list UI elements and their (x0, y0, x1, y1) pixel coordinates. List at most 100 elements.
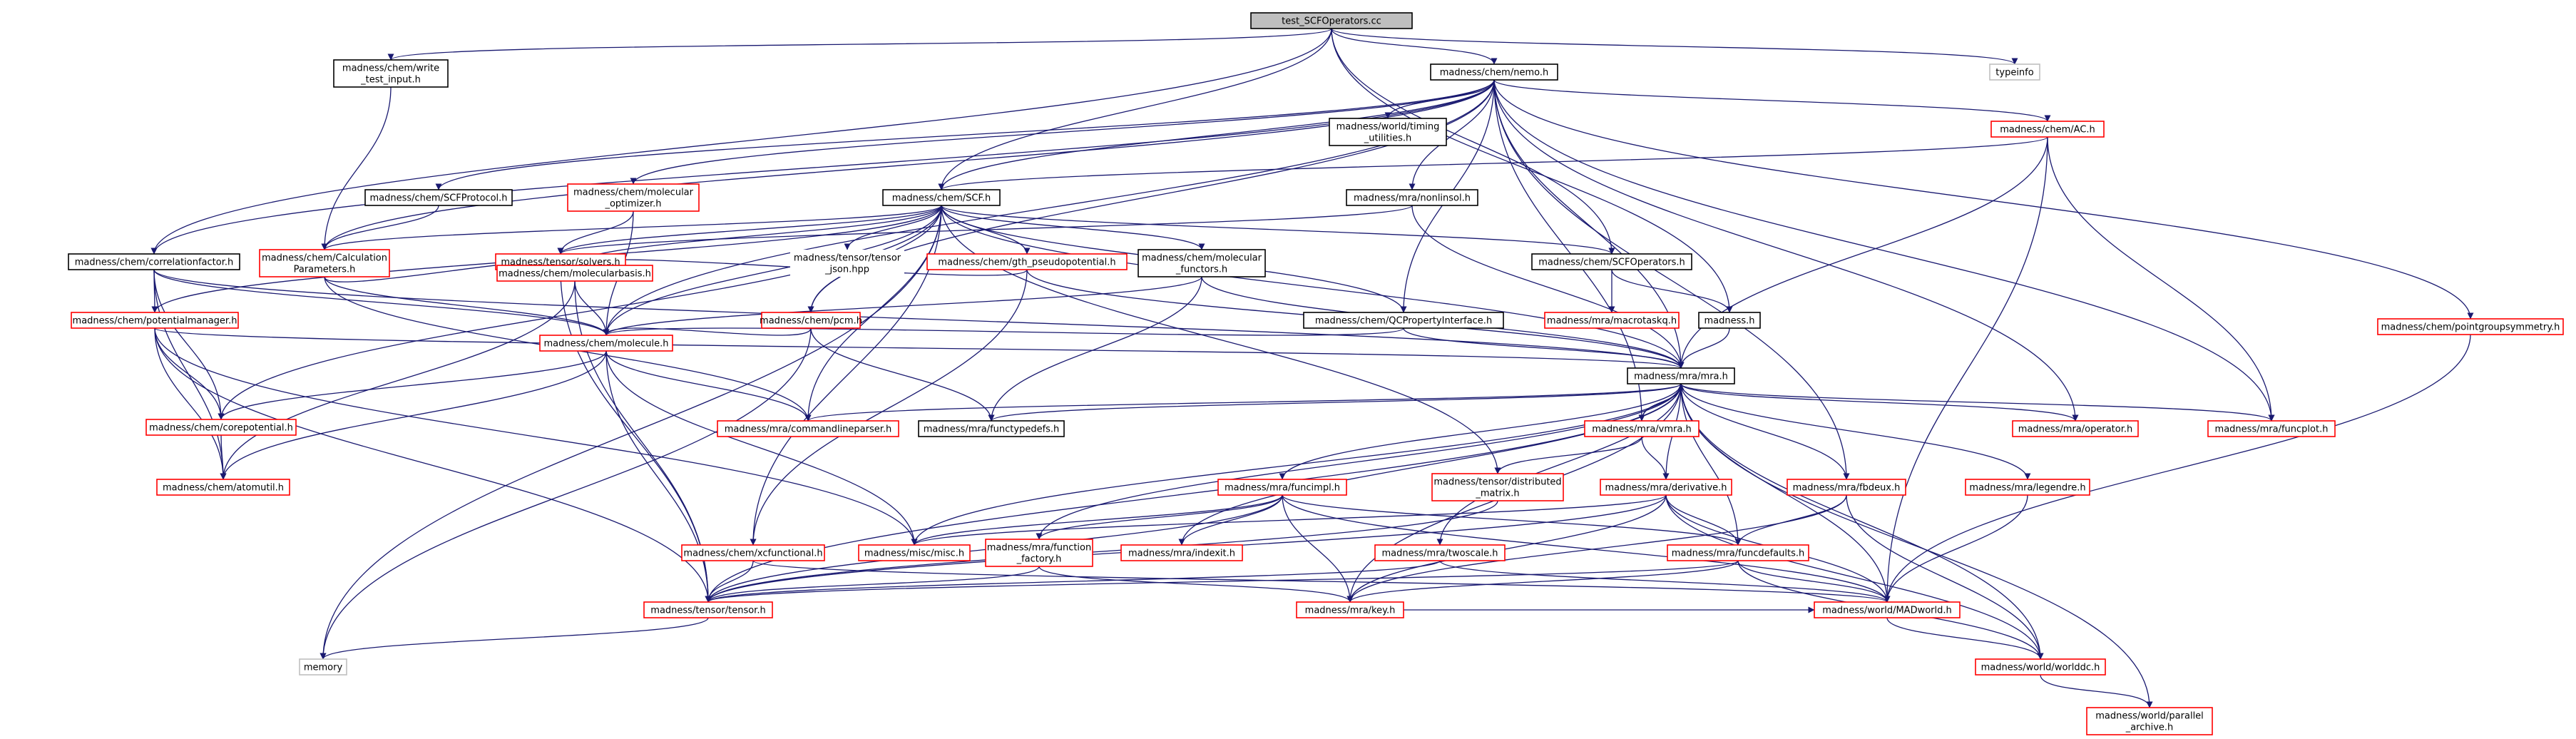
node-box-madworld (1814, 601, 1961, 618)
node-box-memory (299, 658, 347, 676)
edge-mra-to-funcplot (1680, 383, 2275, 422)
edge-funcimpl-to-function_factory (1036, 494, 1283, 540)
node-corepotential[interactable]: madness/chem/corepotential.h (145, 419, 297, 436)
node-pcm[interactable]: madness/chem/pcm.h (760, 312, 862, 329)
edge-molecule-to-atomutil (220, 350, 607, 480)
node-madworld[interactable]: madness/world/MADworld.h (1814, 601, 1961, 618)
node-key[interactable]: madness/mra/key.h (1296, 601, 1404, 618)
node-box-calcparams (259, 249, 390, 277)
node-timing[interactable]: madness/world/timing_utilities.h (1329, 118, 1447, 146)
edge-nonlinsol-to-solvers (557, 205, 1413, 255)
node-mol_optimizer[interactable]: madness/chem/molecular_optimizer.h (567, 183, 700, 212)
node-misc[interactable]: madness/misc/misc.h (858, 544, 971, 561)
edge-potmanager-to-corepotential (154, 327, 225, 420)
node-twoscale[interactable]: madness/mra/twoscale.h (1374, 544, 1506, 561)
node-box-scfprotocol (364, 189, 513, 206)
node-mra[interactable]: madness/mra/mra.h (1627, 367, 1735, 384)
node-typeinfo[interactable]: typeinfo (1989, 63, 2040, 81)
node-macrotaskq[interactable]: madness/mra/macrotaskq.h (1544, 312, 1680, 329)
node-label-fbdeux-0: madness/mra/fbdeux.h (1793, 483, 1901, 494)
edge-mol_functors-to-molecule (603, 276, 1202, 336)
node-scfprotocol[interactable]: madness/chem/SCFProtocol.h (364, 189, 513, 206)
node-label-vmra-0: madness/mra/vmra.h (1592, 424, 1691, 435)
node-corrfactor[interactable]: madness/chem/correlationfactor.h (68, 253, 240, 270)
node-funcdefaults[interactable]: madness/mra/funcdefaults.h (1667, 544, 1809, 561)
node-molecule[interactable]: madness/chem/molecule.h (539, 335, 673, 352)
node-pointgroup[interactable]: madness/chem/pointgroupsymmetry.h (2377, 318, 2564, 335)
node-box-corrfactor (68, 253, 240, 270)
node-label-indexit-0: madness/mra/indexit.h (1128, 549, 1235, 559)
node-label-cmdparser-0: madness/mra/commandlineparser.h (725, 424, 892, 435)
edge-potmanager-to-misc (154, 327, 918, 546)
node-mol_functors[interactable]: madness/chem/molecular_functors.h (1138, 249, 1266, 277)
node-potmanager[interactable]: madness/chem/potentialmanager.h (71, 312, 239, 329)
node-box-pointgroup (2377, 318, 2564, 335)
edge-molecule-to-misc (605, 350, 918, 546)
node-box-xcfunctional (681, 544, 825, 561)
node-nemo[interactable]: madness/chem/nemo.h (1430, 63, 1558, 81)
node-box-funcimpl (1217, 479, 1347, 496)
node-label-atomutil-0: madness/chem/atomutil.h (163, 483, 284, 494)
node-label-function_factory-1: _factory.h (1016, 554, 1062, 565)
node-label-pointgroup-0: madness/chem/pointgroupsymmetry.h (2381, 322, 2560, 333)
node-box-funcplot (2207, 420, 2336, 437)
node-box-cmdparser (717, 420, 899, 437)
node-label-xcfunctional-0: madness/chem/xcfunctional.h (683, 549, 822, 559)
edge-ac-to-scf (938, 136, 2048, 190)
edge-mra-to-funcimpl (1279, 383, 1682, 480)
node-box-macrotaskq (1544, 312, 1680, 329)
node-distmatrix[interactable]: madness/tensor/distributed_matrix.h (1431, 473, 1564, 501)
node-madness_h[interactable]: madness.h (1698, 312, 1761, 329)
node-box-nemo (1430, 63, 1558, 81)
node-nonlinsol[interactable]: madness/mra/nonlinsol.h (1346, 189, 1478, 206)
node-root[interactable]: test_SCFOperators.cc (1250, 12, 1413, 29)
node-box-fbdeux (1787, 479, 1906, 496)
node-vmra[interactable]: madness/mra/vmra.h (1584, 420, 1700, 437)
node-scfoperators[interactable]: madness/chem/SCFOperators.h (1531, 253, 1692, 270)
node-worlddc[interactable]: madness/world/worlddc.h (1975, 658, 2106, 676)
node-gth[interactable]: madness/chem/gth_pseudopotential.h (926, 253, 1128, 270)
node-funcimpl[interactable]: madness/mra/funcimpl.h (1217, 479, 1347, 496)
node-ac[interactable]: madness/chem/AC.h (1990, 121, 2105, 138)
edge-funcimpl-to-madworld (1282, 494, 1891, 603)
node-derivative[interactable]: madness/mra/derivative.h (1600, 479, 1732, 496)
node-label-ac-0: madness/chem/AC.h (2000, 125, 2095, 136)
node-qcprop[interactable]: madness/chem/QCPropertyInterface.h (1303, 312, 1504, 329)
node-write_test_input[interactable]: madness/chem/write_test_input.h (333, 59, 449, 88)
edge-nemo-to-operator (1493, 79, 2079, 422)
edge-fbdeux-to-key (1346, 494, 1847, 603)
edge-tensor-to-memory (320, 617, 709, 660)
edge-corrfactor-to-mra (153, 269, 1685, 369)
node-box-vmra (1584, 420, 1700, 437)
node-funcplot[interactable]: madness/mra/funcplot.h (2207, 420, 2336, 437)
node-parallel_archive[interactable]: madness/world/parallel_archive.h (2086, 707, 2213, 735)
node-label-calcparams-1: Parameters.h (294, 265, 356, 275)
node-box-distmatrix (1431, 473, 1564, 501)
node-label-tensor_json-1: _json.hpp (824, 265, 869, 275)
node-legendre[interactable]: madness/mra/legendre.h (1965, 479, 2090, 496)
node-molbasis[interactable]: madness/chem/molecularbasis.h (496, 265, 653, 282)
edge-vmra-to-distmatrix (1494, 436, 1642, 474)
node-label-functypedefs-0: madness/mra/functypedefs.h (924, 424, 1060, 435)
node-indexit[interactable]: madness/mra/indexit.h (1120, 544, 1243, 561)
node-memory[interactable]: memory (299, 658, 347, 676)
edge-root-to-typeinfo (1331, 28, 2018, 65)
node-cmdparser[interactable]: madness/mra/commandlineparser.h (717, 420, 899, 437)
node-label-typeinfo-0: typeinfo (1995, 68, 2033, 78)
node-label-mra-0: madness/mra/mra.h (1634, 372, 1728, 382)
node-atomutil[interactable]: madness/chem/atomutil.h (156, 479, 290, 496)
edge-nemo-to-funcplot (1493, 79, 2275, 422)
node-label-misc-0: madness/misc/misc.h (864, 549, 964, 559)
edge-root-to-write_test_input (387, 28, 1332, 61)
node-label-nonlinsol-0: madness/mra/nonlinsol.h (1354, 193, 1471, 204)
node-operator[interactable]: madness/mra/operator.h (2012, 420, 2139, 437)
node-xcfunctional[interactable]: madness/chem/xcfunctional.h (681, 544, 825, 561)
node-box-function_factory (985, 539, 1093, 567)
node-tensor[interactable]: madness/tensor/tensor.h (643, 601, 773, 618)
edge-pcm-to-memory (320, 327, 812, 660)
node-fbdeux[interactable]: madness/mra/fbdeux.h (1787, 479, 1906, 496)
node-functypedefs[interactable]: madness/mra/functypedefs.h (918, 420, 1065, 437)
node-function_factory[interactable]: madness/mra/function_factory.h (985, 539, 1093, 567)
node-scf[interactable]: madness/chem/SCF.h (882, 189, 1001, 206)
